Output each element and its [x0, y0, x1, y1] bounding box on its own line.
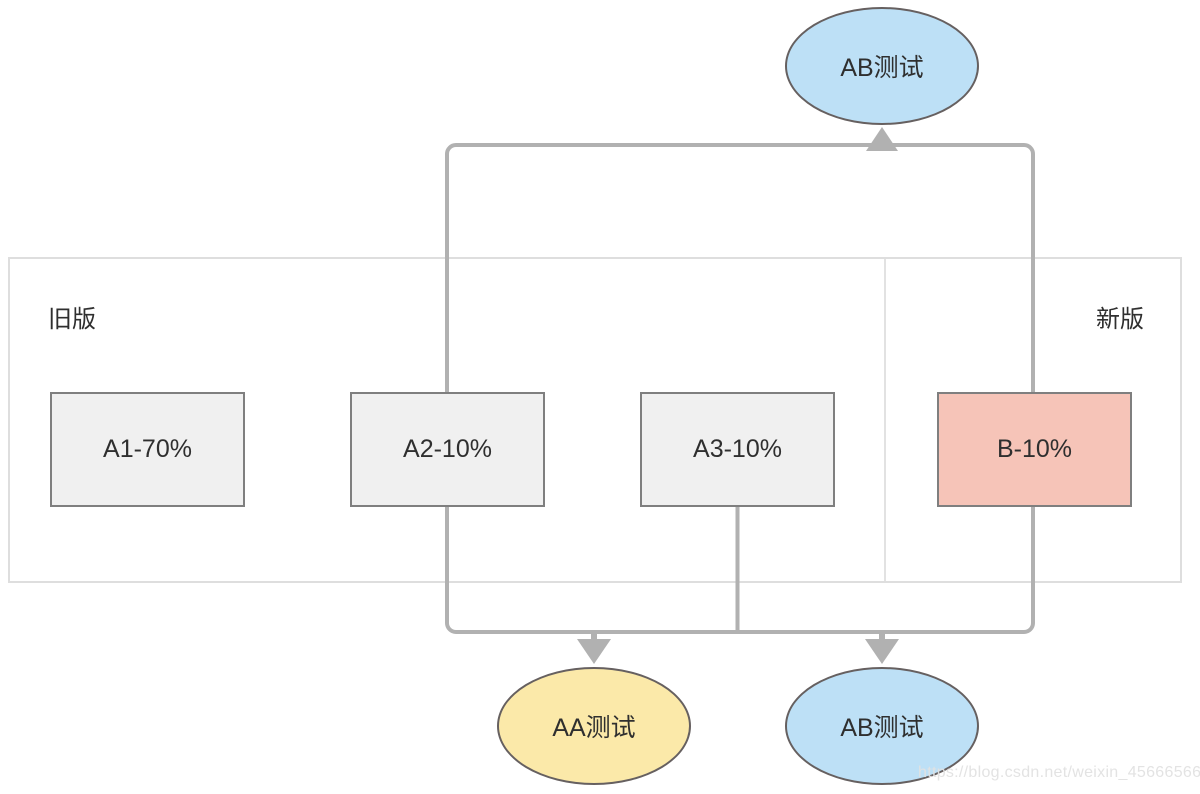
node-ab-test-top: AB测试: [785, 7, 979, 125]
watermark-text: https://blog.csdn.net/weixin_45666566: [918, 764, 1200, 781]
node-ab-test-bottom: AB测试: [785, 667, 979, 785]
node-aa-test: AA测试: [497, 667, 691, 785]
node-b: B-10%: [937, 392, 1132, 507]
arrow-stem-ab: [879, 632, 885, 641]
node-a1: A1-70%: [50, 392, 245, 507]
arrow-up-icon: [866, 127, 898, 151]
arrow-stem-aa: [591, 632, 597, 641]
node-a2: A2-10%: [350, 392, 545, 507]
section-label-old: 旧版: [48, 306, 96, 333]
node-a3: A3-10%: [640, 392, 835, 507]
section-label-new: 新版: [1096, 306, 1144, 333]
section-divider: [884, 259, 886, 581]
arrow-down-aa-icon: [577, 639, 611, 664]
arrow-down-ab-icon: [865, 639, 899, 664]
